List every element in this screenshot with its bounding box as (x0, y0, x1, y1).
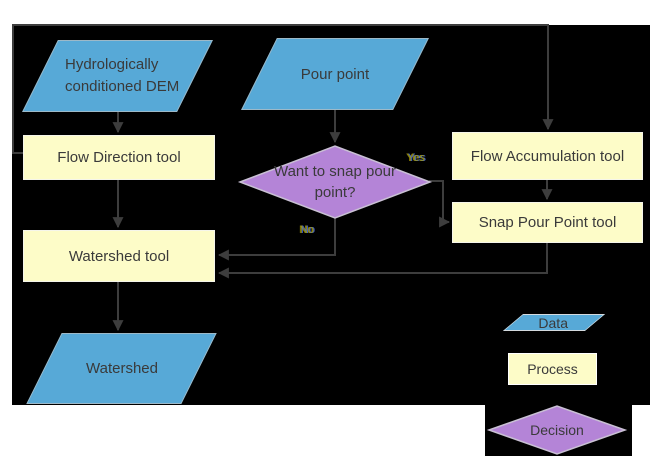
edge-snap-pour-point-to-watershed-tool (217, 243, 548, 279)
edge-decision-yes-to-snap-pour-point (429, 180, 451, 228)
legend-process-label: Process (527, 361, 578, 377)
node-watershed-label: Watershed (85, 360, 158, 377)
node-pour-point-label: Pour point (300, 65, 370, 83)
node-decision-label: Want to snap pour point? (273, 163, 396, 201)
legend-decision-diamond-shape (486, 405, 628, 455)
node-flow-accumulation-label: Flow Accumulation tool (470, 147, 625, 165)
node-snap-pour-point-label: Snap Pour Point tool (478, 214, 617, 231)
node-snap-pour-point-tool: Snap Pour Point tool (452, 202, 643, 243)
node-flow-direction-tool: Flow Direction tool (23, 135, 215, 180)
edge-label-no: No (300, 224, 315, 236)
decision-diamond-shape (237, 145, 433, 219)
node-watershed-tool: Watershed tool (23, 230, 215, 282)
legend-decision-label: Decision (530, 422, 584, 438)
node-watershed-tool-label: Watershed tool (68, 247, 170, 265)
edge-decision-no-to-watershed-tool (217, 218, 336, 261)
edge-label-yes: Yes (407, 152, 425, 164)
legend-data-label: Data (539, 314, 569, 331)
legend-process-shape: Process (508, 353, 597, 385)
node-dem-label: Hydrologically conditioned DEM (65, 56, 180, 95)
edge-flow-direction-to-flow-accumulation (12, 24, 554, 154)
node-flow-accumulation-tool: Flow Accumulation tool (452, 132, 643, 180)
node-flow-direction-label: Flow Direction tool (57, 149, 181, 166)
